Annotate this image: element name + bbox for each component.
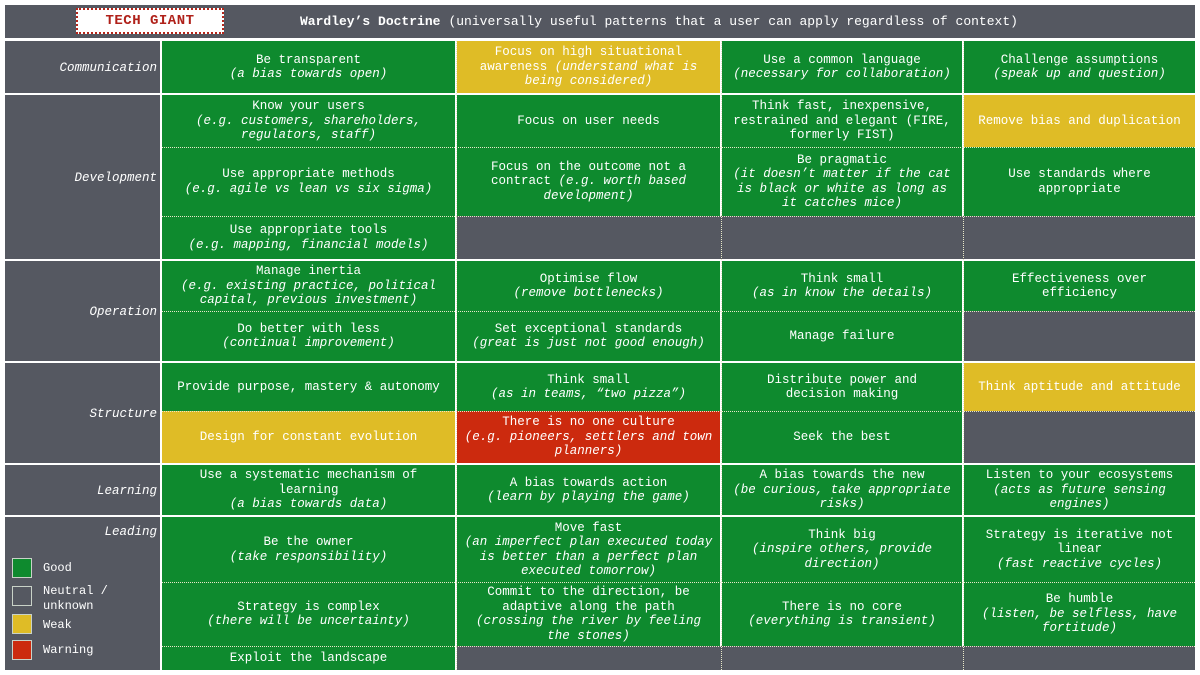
row-divider	[162, 646, 1195, 647]
doctrine-cell: Move fast(an imperfect plan executed tod…	[457, 517, 720, 582]
doctrine-cell: A bias towards the new(be curious, take …	[722, 465, 962, 515]
empty-cell	[457, 216, 1195, 259]
category-structure: Structure	[5, 363, 160, 463]
doctrine-cell: Think small(as in know the details)	[722, 261, 962, 311]
legend-item-neutral: Neutral / unknown	[12, 584, 113, 614]
legend-item-weak: Weak	[12, 614, 72, 634]
doctrine-cell: Think big(inspire others, provide direct…	[722, 517, 962, 582]
doctrine-cell: Use a common language(necessary for coll…	[722, 41, 962, 93]
doctrine-cell: Do better with less(continual improvemen…	[162, 311, 455, 361]
doctrine-cell: A bias towards action(learn by playing t…	[457, 465, 720, 515]
doctrine-cell: Manage failure	[722, 311, 962, 361]
empty-cell	[964, 411, 1195, 463]
doctrine-cell: Think aptitude and attitude	[964, 363, 1195, 411]
doctrine-cell: Use appropriate tools(e.g. mapping, fina…	[162, 216, 455, 259]
doctrine-cell: Know your users(e.g. customers, sharehol…	[162, 95, 455, 147]
doctrine-cell: There is no one culture(e.g. pioneers, s…	[457, 411, 720, 463]
category-learning: Learning	[5, 465, 160, 515]
doctrine-cell: Be pragmatic(it doesn’t matter if the ca…	[722, 147, 962, 216]
doctrine-cell: Focus on user needs	[457, 95, 720, 147]
weak-swatch-icon	[12, 614, 32, 634]
doctrine-cell: Commit to the direction, be adaptive alo…	[457, 582, 720, 646]
title-bold: Wardley’s Doctrine	[300, 14, 441, 29]
doctrine-cell: Be humble(listen, be selfless, have fort…	[964, 582, 1195, 646]
row-divider	[162, 582, 1195, 583]
doctrine-cell: Focus on high situational awareness (und…	[457, 41, 720, 93]
column-divider	[721, 41, 722, 670]
doctrine-cell: Use appropriate methods(e.g. agile vs le…	[162, 147, 455, 216]
page-title: Wardley’s Doctrine (universally useful p…	[300, 5, 1018, 38]
doctrine-cell: Listen to your ecosystems(acts as future…	[964, 465, 1195, 515]
doctrine-cell: Challenge assumptions(speak up and quest…	[964, 41, 1195, 93]
brand-label: TECH GIANT	[76, 8, 224, 34]
doctrine-cell: Set exceptional standards(great is just …	[457, 311, 720, 361]
doctrine-cell: Optimise flow(remove bottlenecks)	[457, 261, 720, 311]
empty-cell	[457, 646, 1195, 670]
neutral-swatch-icon	[12, 586, 32, 606]
doctrine-cell: Focus on the outcome not a contract (e.g…	[457, 147, 720, 216]
row-divider	[162, 216, 1195, 217]
doctrine-cell: Be transparent(a bias towards open)	[162, 41, 455, 93]
doctrine-cell: Seek the best	[722, 411, 962, 463]
doctrine-cell: Provide purpose, mastery & autonomy	[162, 363, 455, 411]
doctrine-cell: Strategy is complex(there will be uncert…	[162, 582, 455, 646]
doctrine-cell: Design for constant evolution	[162, 411, 455, 463]
category-development: Development	[5, 95, 160, 259]
warning-swatch-icon	[12, 640, 32, 660]
row-divider	[162, 147, 1195, 148]
doctrine-cell: Remove bias and duplication	[964, 95, 1195, 147]
row-divider	[162, 311, 1195, 312]
doctrine-cell: There is no core(everything is transient…	[722, 582, 962, 646]
doctrine-cell: Manage inertia(e.g. existing practice, p…	[162, 261, 455, 311]
column-divider	[456, 41, 457, 670]
legend-item-good: Good	[12, 558, 72, 578]
doctrine-cell: Exploit the landscape	[162, 646, 455, 670]
empty-cell	[964, 311, 1195, 361]
doctrine-cell: Distribute power and decision making	[722, 363, 962, 411]
doctrine-cell: Use a systematic mechanism of learning(a…	[162, 465, 455, 515]
category-communication: Communication	[5, 41, 160, 93]
doctrine-cell: Strategy is iterative not linear(fast re…	[964, 517, 1195, 582]
good-swatch-icon	[12, 558, 32, 578]
doctrine-cell: Be the owner(take responsibility)	[162, 517, 455, 582]
doctrine-cell: Use standards where appropriate	[964, 147, 1195, 216]
doctrine-cell: Think small(as in teams, “two pizza”)	[457, 363, 720, 411]
doctrine-cell: Think fast, inexpensive, restrained and …	[722, 95, 962, 147]
title-description: (universally useful patterns that a user…	[448, 14, 1018, 29]
column-divider	[963, 41, 964, 670]
doctrine-cell: Effectiveness over efficiency	[964, 261, 1195, 311]
legend-item-warning: Warning	[12, 640, 93, 660]
category-operation: Operation	[5, 261, 160, 361]
row-divider	[162, 411, 1195, 412]
